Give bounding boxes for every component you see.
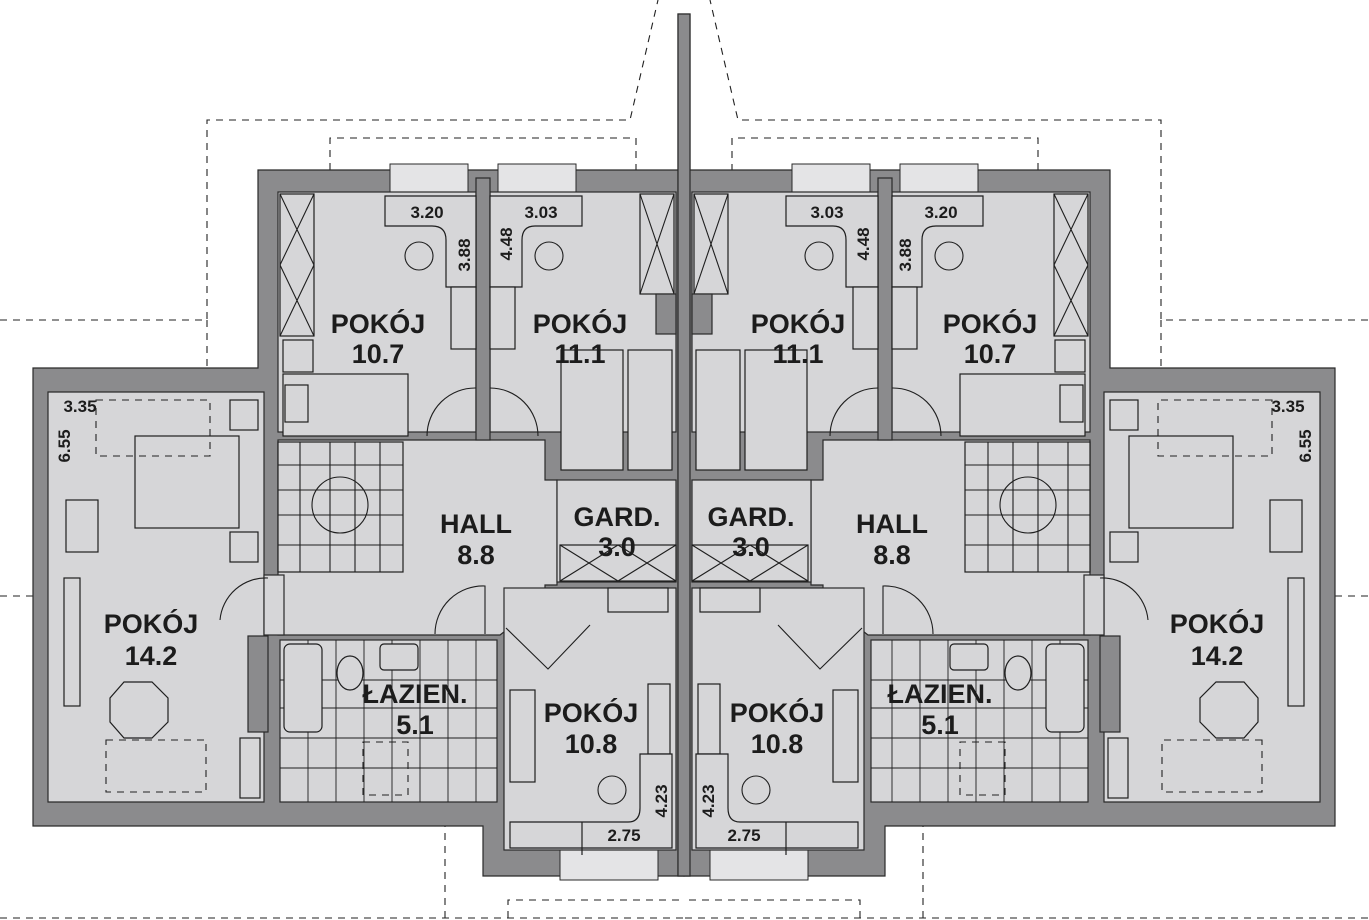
room-name: POKÓJ [751, 308, 846, 339]
dimension-label: 3.03 [810, 203, 843, 222]
room-name: GARD. [708, 502, 795, 532]
dimension-label: 3.88 [455, 238, 474, 271]
room-area: 8.8 [873, 540, 911, 570]
dimension-label: 4.23 [699, 784, 718, 817]
dimension-label: 3.35 [63, 397, 96, 416]
dimension-label: 3.03 [524, 203, 557, 222]
room-name: POKÓJ [730, 697, 825, 728]
room-area: 11.1 [772, 339, 823, 369]
right-unit-plan [677, 0, 1369, 919]
dimension-label: 2.75 [607, 826, 640, 845]
room-area: 3.0 [598, 532, 636, 562]
room-area: 3.0 [732, 532, 770, 562]
room-area: 10.8 [565, 729, 618, 759]
room-name: POKÓJ [533, 308, 628, 339]
room-area: 10.8 [751, 729, 804, 759]
left-unit-labels: POKÓJ 10.7 POKÓJ 11.1 POKÓJ 14.2 HALL 8.… [55, 203, 671, 845]
dimension-label: 4.23 [652, 784, 671, 817]
room-area: 8.8 [457, 540, 495, 570]
room-name: ŁAZIEN. [888, 679, 993, 709]
room-name: HALL [440, 509, 512, 539]
dimension-label: 6.55 [55, 429, 74, 462]
room-name: POKÓJ [1170, 608, 1265, 639]
room-name: POKÓJ [544, 697, 639, 728]
room-area: 11.1 [554, 339, 605, 369]
dimension-label: 3.20 [410, 203, 443, 222]
left-unit-plan [0, 0, 691, 919]
room-area: 14.2 [1191, 641, 1244, 671]
room-name: GARD. [574, 502, 661, 532]
room-name: POKÓJ [943, 308, 1038, 339]
dimension-label: 3.20 [924, 203, 957, 222]
dimension-label: 4.48 [854, 227, 873, 260]
room-area: 5.1 [396, 710, 434, 740]
room-area: 5.1 [921, 710, 959, 740]
dimension-label: 3.35 [1271, 397, 1304, 416]
dimension-label: 2.75 [727, 826, 760, 845]
room-area: 10.7 [352, 339, 405, 369]
room-name: POKÓJ [331, 308, 426, 339]
room-name: POKÓJ [104, 608, 199, 639]
room-name: HALL [856, 509, 928, 539]
dimension-label: 4.48 [497, 227, 516, 260]
room-area: 14.2 [125, 641, 178, 671]
room-area: 10.7 [964, 339, 1017, 369]
right-unit-labels: POKÓJ 10.7 POKÓJ 11.1 POKÓJ 14.2 HALL 8.… [699, 203, 1315, 845]
dimension-label: 3.88 [896, 238, 915, 271]
dimension-label: 6.55 [1296, 429, 1315, 462]
room-name: ŁAZIEN. [363, 679, 468, 709]
